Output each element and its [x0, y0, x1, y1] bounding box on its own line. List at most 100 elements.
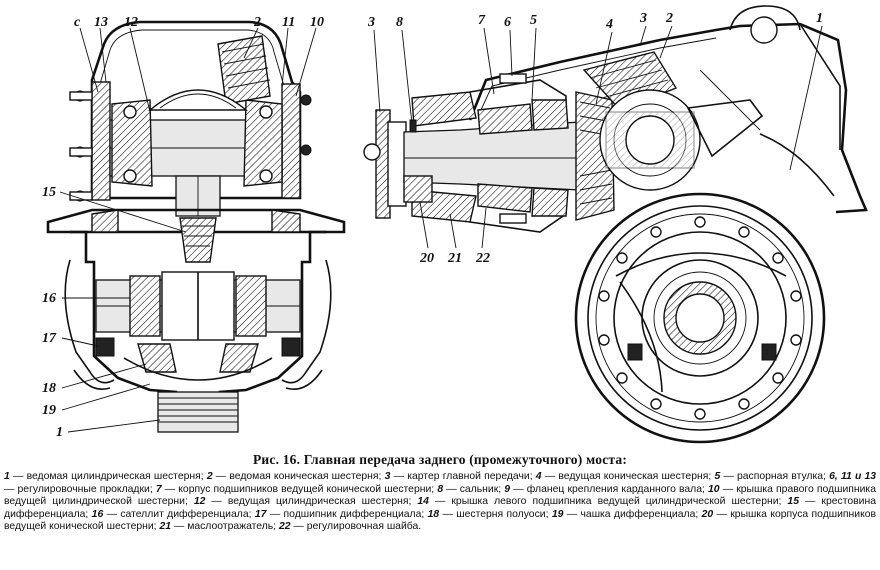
legend-item-text: распорная втулка; — [737, 471, 826, 482]
legend-item-number: 6, 11 и 13 — [829, 471, 877, 482]
legend-item: 15 — крестовина дифференциала; — [4, 496, 876, 520]
legend-item-text: ведомая коническая шестерня; — [229, 471, 382, 482]
cover-bolts — [69, 90, 312, 202]
callout-right-6: 6 — [504, 15, 511, 30]
callout-right-22: 22 — [475, 251, 490, 266]
legend-item-number: 4 — [535, 471, 542, 482]
callout-left-17: 17 — [42, 331, 57, 346]
legend-item-text: сальник; — [459, 483, 502, 495]
callout-right-7: 7 — [478, 13, 486, 28]
legend-item: 16 — сателлит дифференциала; — [91, 508, 252, 520]
callout-right-1: 1 — [816, 11, 823, 26]
callout-right-4: 4 — [605, 17, 613, 32]
legend-item-text: картер главной передачи; — [407, 471, 533, 482]
legend-item: 3 — картер главной передачи; — [384, 471, 533, 482]
differential-bearing-right — [281, 337, 301, 357]
legend-item-text: регулировочные прокладки; — [17, 483, 153, 495]
legend-item-text: крышка левого подшипника ведущей цилиндр… — [451, 496, 782, 508]
driven-cylindrical-gear — [157, 391, 239, 433]
legend-item-text: ведущая коническая шестерня; — [558, 471, 712, 482]
callout-left-1: 1 — [56, 425, 63, 440]
technical-drawing: с 13 12 2 11 10 15 16 17 18 19 1 — [42, 5, 868, 444]
legend-item-number: 19 — [551, 508, 564, 520]
callout-left-11: 11 — [282, 15, 295, 30]
differential-spider — [179, 217, 217, 263]
legend-item: 7 — корпус подшипников ведущей коническо… — [155, 483, 435, 495]
legend-item-text: ведомая цилиндрическая шестерня; — [26, 471, 204, 482]
legend-item-text: чашка дифференциала; — [580, 508, 699, 520]
legend-item: 10 — крышка правого подшипника ведущей ц… — [4, 483, 876, 508]
right-section-view — [363, 5, 868, 444]
legend-item-text: фланец крепления карданного вала; — [526, 483, 705, 495]
legend-item-number: 16 — [91, 508, 104, 520]
callout-left-13: 13 — [94, 15, 108, 30]
legend-item: 5 — распорная втулка; — [714, 471, 826, 482]
legend-item: 6, 11 и 13 — регулировочные прокладки; — [4, 471, 877, 495]
legend-item-text: шестерня полуоси; — [456, 508, 549, 520]
callout-right-20: 20 — [419, 251, 434, 266]
left-callouts: с 13 12 2 11 10 15 16 17 18 19 1 — [42, 15, 324, 440]
legend-item: 12 — ведущая цилиндрическая шестерня; — [193, 496, 412, 508]
figure-title: Рис. 16. Главная передача заднего (проме… — [252, 452, 628, 467]
legend-item-number: 8 — [437, 483, 444, 495]
axle-gear — [137, 343, 177, 373]
legend-item-number: 10 — [708, 483, 720, 495]
upper-casing — [90, 20, 302, 200]
legend-item: 22 — регулировочная шайба. — [278, 521, 422, 533]
legend-item-number: 20 — [701, 508, 714, 520]
callout-right-8: 8 — [396, 15, 403, 30]
legend-item: 18 — шестерня полуоси; — [427, 508, 549, 520]
legend-item-number: 17 — [254, 508, 267, 520]
left-taper-bearing — [111, 99, 153, 187]
callout-left-18: 18 — [42, 381, 56, 396]
callout-left-10: 10 — [310, 15, 324, 30]
legend-item-number: 7 — [155, 483, 162, 495]
bearing-housing-top — [411, 91, 477, 127]
right-bearing-cover — [281, 83, 301, 199]
mounting-lug-hole — [750, 16, 778, 44]
legend-item: 19 — чашка дифференциала; — [551, 508, 699, 520]
legend-item-number: 9 — [504, 483, 511, 495]
left-section-view — [46, 20, 346, 433]
callout-right-21: 21 — [447, 251, 462, 266]
legend-item-text: крышка корпуса подшипников ведущей конич… — [4, 508, 877, 533]
bearing-housing-cover — [403, 175, 433, 203]
legend-item-number: 18 — [427, 508, 440, 520]
legend-item: 14 — крышка левого подшипника ведущей ци… — [417, 496, 782, 508]
callout-left-12: 12 — [124, 15, 138, 30]
legend-item: 4 — ведущая коническая шестерня; — [535, 471, 712, 482]
legend-item-number: 15 — [787, 496, 799, 508]
left-bearing-cover — [91, 81, 111, 201]
figure-caption: Рис. 16. Главная передача заднего (проме… — [4, 452, 876, 534]
right-taper-bearing — [243, 99, 283, 187]
callout-left-19: 19 — [42, 403, 56, 418]
legend-item-text: регулировочная шайба. — [306, 521, 422, 533]
legend-item: 9 — фланец крепления карданного вала; — [504, 483, 705, 495]
callout-right-3b: 3 — [639, 11, 647, 26]
legend-item-text: маслоотражатель; — [187, 521, 277, 533]
legend-item: 20 — крышка корпуса подшипников ведущей … — [4, 508, 877, 533]
differential-bearing-left — [95, 337, 115, 357]
legend-item-text: сателлит дифференциала; — [120, 508, 252, 520]
legend-item-number: 14 — [417, 496, 429, 508]
callout-right-5: 5 — [530, 13, 537, 28]
legend-item: 8 — сальник; — [437, 483, 502, 495]
legend-item: 2 — ведомая коническая шестерня; — [206, 471, 382, 482]
right-callouts: 3 8 7 6 5 4 3 2 1 20 21 22 — [367, 11, 823, 266]
callout-left-15: 15 — [42, 185, 56, 200]
callout-right-2: 2 — [665, 11, 673, 26]
legend-item-text: крышка правого подшипника ведущей цилинд… — [4, 483, 876, 508]
legend-item: 17 — подшипник дифференциала; — [254, 508, 425, 520]
legend-item: 1 — ведомая цилиндрическая шестерня; — [4, 471, 204, 482]
legend-item-number: 3 — [384, 471, 391, 482]
legend-item-text: корпус подшипников ведущей конической ше… — [178, 483, 435, 495]
legend-item-number: 5 — [714, 471, 721, 482]
callout-left-2: 2 — [253, 15, 261, 30]
legend-item-number: 21 — [159, 521, 172, 533]
legend-item-text: крестовина дифференциала; — [4, 496, 876, 520]
legend-item-number: 22 — [278, 521, 291, 533]
callout-left-16: 16 — [42, 291, 56, 306]
figure-legend: 1 — ведомая цилиндрическая шестерня; 2 —… — [4, 471, 876, 534]
legend-item-number: 12 — [193, 496, 206, 508]
legend-item-text: подшипник дифференциала; — [283, 508, 425, 520]
